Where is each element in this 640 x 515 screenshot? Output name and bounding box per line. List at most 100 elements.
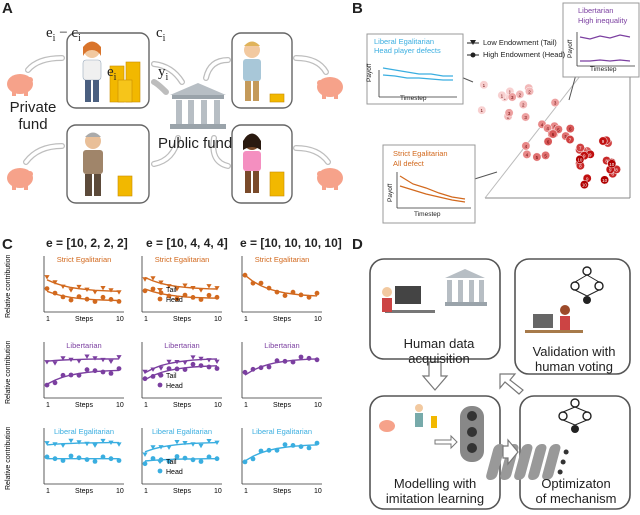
strict-inset-title-2: All defect xyxy=(393,159,424,168)
libertarian-inset-xlabel: Timestep xyxy=(590,66,617,73)
panel-letter-b: B xyxy=(352,0,363,17)
x-tick: 10 xyxy=(116,316,124,323)
strict-inset-xlabel: Timestep xyxy=(414,211,441,218)
scatter-point-label: 3 xyxy=(554,101,557,106)
scatter-point-10 xyxy=(575,154,585,164)
mini-player-icon xyxy=(379,404,437,432)
person-at-computer-icon xyxy=(382,286,435,313)
scatter-point-label: 9 xyxy=(609,168,612,173)
panel-b-diagram: 1111122222333334444455555666667777788888… xyxy=(366,2,640,224)
scatter-point-label: 6 xyxy=(547,140,550,145)
scatter-point-label: 2 xyxy=(528,89,531,94)
scatter-point-label: 9 xyxy=(602,139,605,144)
strict-inset-box xyxy=(382,144,476,224)
plot-title: Libertarian xyxy=(264,341,299,350)
label-validation-1: Validation with xyxy=(532,344,616,359)
voter-at-laptop-icon xyxy=(525,305,583,333)
plot-title: Strict Egalitarian xyxy=(255,255,310,264)
scatter-point-label: 1 xyxy=(501,93,504,98)
neural-network-icon-bottom xyxy=(558,398,592,433)
x-tick: 1 xyxy=(244,402,248,409)
scatter-point-6 xyxy=(548,129,558,139)
strict-mini-plot xyxy=(396,172,471,209)
column-title-3: e = [10, 10, 10, 10] xyxy=(240,236,342,250)
scatter-point-label: 8 xyxy=(611,172,614,177)
coin-stack-small-icon xyxy=(269,93,285,103)
liberal-inset-box xyxy=(366,33,464,105)
x-tick: 1 xyxy=(46,402,50,409)
x-tick: 10 xyxy=(116,402,124,409)
panel-b-legend xyxy=(467,40,479,58)
piggy-bank-bottom-right-icon xyxy=(317,168,343,190)
x-axis-label: Steps xyxy=(273,402,291,409)
arrow-human-to-modelling xyxy=(421,361,449,391)
scatter-point-label: 1 xyxy=(481,108,484,113)
scatter-point-3 xyxy=(507,92,517,102)
y-axis-label: Relative contribution xyxy=(5,340,12,404)
scatter-point-label: 7 xyxy=(569,138,572,143)
x-tick: 1 xyxy=(144,488,148,495)
scatter-point-label: 1 xyxy=(509,89,512,94)
x-tick: 1 xyxy=(46,488,50,495)
scatter-point-label: 9 xyxy=(586,176,589,181)
label-yi: yi xyxy=(158,64,169,83)
label-optim-1: Optimizaton xyxy=(541,476,611,491)
libertarian-inset-title-1: Libertarian xyxy=(578,6,614,15)
scatter-point-10 xyxy=(579,180,589,190)
plot-title: Liberal Egalitarian xyxy=(152,427,212,436)
x-tick: 1 xyxy=(244,488,248,495)
scatter-point-label: 8 xyxy=(579,164,582,169)
x-tick: 10 xyxy=(314,488,322,495)
scatter-point-2 xyxy=(518,100,528,109)
scatter-point-label: 7 xyxy=(579,146,582,151)
arrow-modelling-to-optim xyxy=(502,438,519,466)
column-title-1: e = [10, 2, 2, 2] xyxy=(46,236,128,250)
label-ei: ei xyxy=(107,64,117,83)
modelling-inner-arrow xyxy=(434,434,458,450)
scatter-point-label: 4 xyxy=(526,152,529,157)
legend-low-endowment: Low Endowment (Tail) xyxy=(483,38,557,47)
plot-title: Liberal Egalitarian xyxy=(54,427,114,436)
strict-inset-title-1: Strict Egalitarian xyxy=(393,149,448,158)
x-tick: 1 xyxy=(144,402,148,409)
x-tick: 10 xyxy=(116,488,124,495)
scatter-point-label: 5 xyxy=(544,153,547,158)
liberal-inset-title-1: Liberal Egalitarian xyxy=(374,37,435,46)
panel-letter-a: A xyxy=(2,0,13,17)
scatter-point-label: 3 xyxy=(511,95,514,100)
column-title-2: e = [10, 4, 4, 4] xyxy=(146,236,228,250)
scatter-point-label: 5 xyxy=(564,134,567,139)
label-human-data-2: acquisition xyxy=(408,351,470,366)
legend-head: Head xyxy=(166,383,183,390)
scatter-point-label: 5 xyxy=(557,127,560,132)
liberal-inset-xlabel: Timestep xyxy=(400,95,427,102)
plot-title: Strict Egalitarian xyxy=(57,255,112,264)
scatter-point-label: 6 xyxy=(552,132,555,137)
plot-title: Libertarian xyxy=(66,341,101,350)
neural-network-icon-top xyxy=(570,266,604,304)
scatter-point-5 xyxy=(532,152,542,162)
x-tick: 1 xyxy=(244,316,248,323)
x-axis-label: Steps xyxy=(173,488,191,495)
panel-a-diagram xyxy=(7,32,343,204)
scatter-point-9 xyxy=(598,136,608,146)
scatter-point-label: 10 xyxy=(577,157,583,162)
box-human-data xyxy=(369,258,501,360)
coin-stack-right-icon xyxy=(269,171,285,197)
scatter-point-2 xyxy=(525,86,534,96)
coin-stack-medium-icon xyxy=(117,175,133,197)
x-tick: 10 xyxy=(214,402,222,409)
scatter-point-6 xyxy=(565,124,575,134)
coin-stack-large-icon xyxy=(109,61,141,103)
scatter-point-3 xyxy=(550,98,560,108)
scatter-point-label: 10 xyxy=(602,178,608,183)
